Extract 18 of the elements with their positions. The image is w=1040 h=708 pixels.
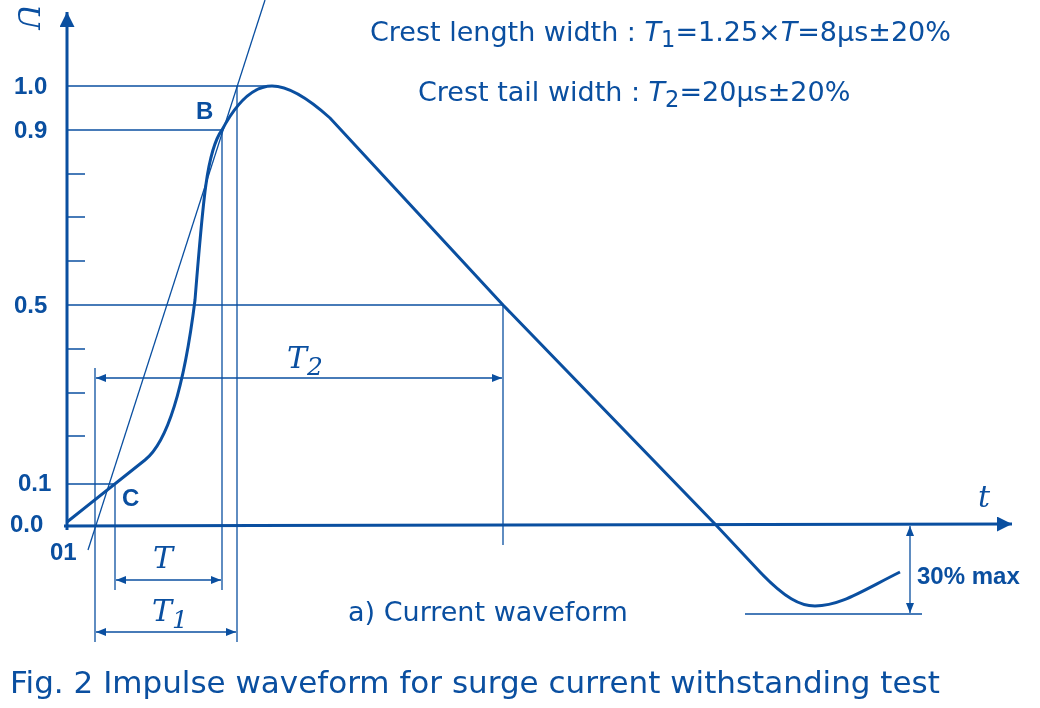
origin-label: 01 — [50, 540, 77, 564]
tick-label: 0.5 — [14, 293, 48, 317]
dimension-label: T$_{2}$ — [287, 343, 323, 379]
axis-label: U — [12, 4, 43, 30]
axis-label: t — [978, 482, 991, 512]
tick-label: 0.1 — [18, 471, 52, 495]
point-label: C — [122, 486, 140, 510]
dimension-label: 30% max — [917, 564, 1020, 588]
formula-text: Crest tail width : T$_{2}$=20μs±20% — [418, 78, 851, 111]
subfigure-label: a) Current waveform — [348, 598, 628, 625]
dimension-label: T — [153, 543, 173, 573]
formula-text: Crest length width : T$_{1}$=1.25×T=8μs±20% — [370, 18, 951, 51]
tick-label: 1.0 — [14, 74, 48, 98]
dimension-label: T$_{1}$ — [152, 596, 188, 632]
figure-caption: Fig. 2 Impulse waveform for surge current withstanding test — [10, 667, 940, 698]
tick-label: 0.0 — [10, 512, 44, 536]
point-label: B — [196, 99, 214, 123]
tick-label: 0.9 — [14, 118, 48, 142]
